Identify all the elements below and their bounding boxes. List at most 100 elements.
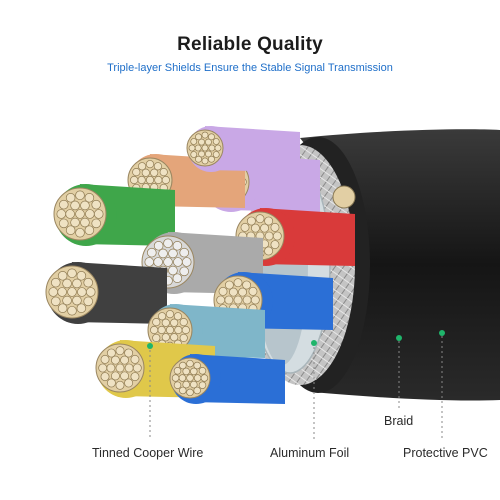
copper-strand bbox=[159, 167, 168, 177]
copper-strand bbox=[115, 363, 125, 373]
copper-strand bbox=[59, 218, 69, 229]
copper-strand bbox=[77, 287, 87, 297]
copper-strand bbox=[124, 363, 134, 373]
copper-strand bbox=[76, 303, 87, 313]
copper-strand bbox=[85, 287, 96, 297]
copper-strand bbox=[67, 305, 77, 316]
copper-strand bbox=[179, 247, 189, 258]
copper-strand bbox=[260, 223, 269, 233]
copper-strand bbox=[72, 278, 82, 289]
copper-strand bbox=[59, 199, 69, 210]
copper-strand bbox=[130, 372, 140, 382]
copper-strand bbox=[157, 312, 167, 321]
copper-strand bbox=[84, 225, 95, 235]
drain-wire bbox=[332, 185, 356, 209]
copper-strand bbox=[152, 317, 161, 327]
copper-strand bbox=[132, 363, 142, 373]
copper-strand bbox=[264, 231, 274, 241]
copper-strand bbox=[190, 380, 198, 389]
callout-dot bbox=[439, 330, 445, 336]
copper-strand bbox=[200, 374, 209, 382]
copper-strand bbox=[174, 325, 183, 335]
copper-strand bbox=[163, 257, 173, 267]
copper-strand bbox=[190, 367, 198, 376]
copper-strand bbox=[251, 223, 260, 233]
copper-strand bbox=[264, 246, 274, 256]
copper-strand bbox=[120, 371, 129, 381]
copper-strand bbox=[120, 355, 129, 365]
copper-strand bbox=[62, 295, 72, 306]
copper-strand bbox=[186, 359, 194, 368]
copper-strand bbox=[224, 295, 234, 305]
copper-strand bbox=[168, 248, 178, 259]
copper-strand bbox=[65, 209, 75, 219]
copper-strand bbox=[62, 278, 72, 289]
copper-strand bbox=[57, 271, 68, 281]
copper-strand bbox=[238, 287, 247, 297]
copper-strand bbox=[124, 348, 134, 358]
copper-strand bbox=[216, 295, 226, 305]
copper-strand bbox=[186, 388, 194, 397]
copper-strand bbox=[205, 150, 212, 158]
copper-strand bbox=[212, 151, 220, 158]
copper-strand bbox=[91, 218, 101, 229]
copper-strand bbox=[80, 200, 90, 211]
copper-strand bbox=[168, 265, 178, 276]
copper-strand bbox=[83, 277, 93, 288]
copper-strand bbox=[100, 354, 110, 364]
copper-strand bbox=[179, 317, 188, 327]
copper-strand bbox=[186, 374, 194, 382]
copper-strand bbox=[111, 371, 120, 381]
copper-strand bbox=[193, 361, 201, 370]
copper-strand bbox=[270, 222, 280, 232]
callout-dot bbox=[311, 340, 317, 346]
copper-strand bbox=[201, 157, 209, 165]
copper-strand bbox=[152, 333, 161, 343]
copper-strand bbox=[179, 386, 187, 395]
copper-strand bbox=[181, 257, 192, 267]
copper-strand bbox=[205, 138, 212, 146]
copper-strand bbox=[181, 325, 190, 335]
copper-strand bbox=[132, 167, 141, 177]
copper-strand bbox=[272, 231, 282, 241]
copper-strand bbox=[153, 241, 164, 251]
copper-strand bbox=[157, 325, 166, 335]
copper-strand bbox=[100, 372, 110, 382]
copper-strand bbox=[242, 280, 252, 290]
copper-strand bbox=[141, 168, 150, 177]
page-title: Reliable Quality bbox=[177, 34, 323, 55]
copper-strand bbox=[170, 333, 179, 342]
copper-strand bbox=[75, 227, 85, 238]
copper-strand bbox=[224, 280, 234, 290]
copper-strand bbox=[51, 296, 61, 307]
copper-strand bbox=[208, 155, 215, 163]
copper-strand bbox=[173, 312, 183, 321]
copper-strand bbox=[150, 325, 159, 335]
copper-strand bbox=[214, 144, 222, 152]
copper-strand bbox=[179, 361, 187, 370]
copper-strand bbox=[153, 257, 163, 267]
label-braid: Braid bbox=[384, 414, 414, 428]
callout-dots bbox=[147, 330, 445, 349]
copper-strand bbox=[137, 175, 146, 185]
copper-strand bbox=[240, 222, 250, 232]
copper-strand bbox=[198, 150, 205, 158]
copper-strand bbox=[67, 268, 77, 279]
copper-strand bbox=[182, 380, 190, 389]
copper-strand bbox=[233, 278, 243, 288]
copper-strand bbox=[233, 295, 243, 305]
copper-strand bbox=[106, 348, 116, 358]
copper-strand bbox=[218, 286, 228, 296]
copper-strand bbox=[193, 374, 202, 382]
copper-strand bbox=[80, 217, 90, 228]
copper-strand bbox=[163, 238, 173, 249]
copper-strand bbox=[195, 133, 202, 141]
page-subtitle: Triple-layer Shields Ensure the Stable S… bbox=[107, 62, 393, 74]
copper-strand bbox=[246, 216, 256, 226]
copper-strand bbox=[153, 162, 163, 171]
copper-strand bbox=[173, 367, 182, 375]
copper-strand bbox=[65, 225, 76, 235]
copper-strand bbox=[194, 144, 202, 152]
copper-strand bbox=[173, 381, 182, 389]
copper-strand bbox=[208, 133, 215, 141]
